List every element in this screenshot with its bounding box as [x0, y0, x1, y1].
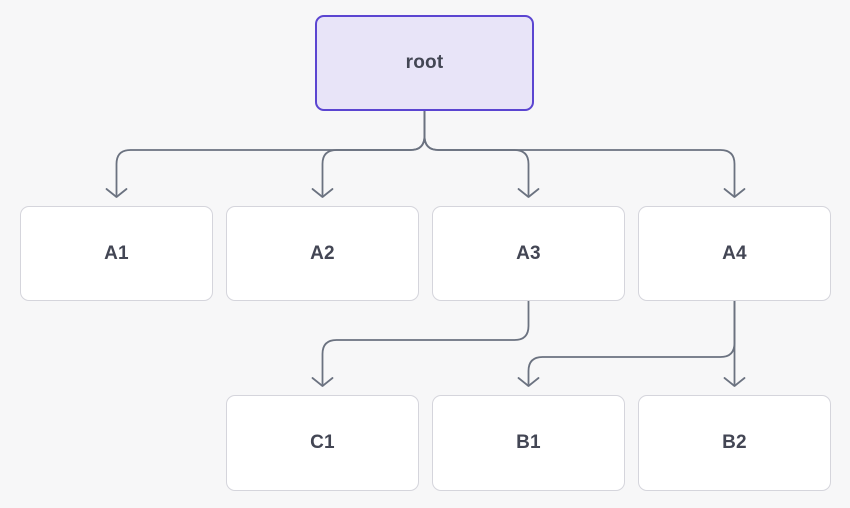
arrowhead-icon-root-A1 [105, 188, 128, 198]
arrowhead-icon-root-A2 [311, 188, 334, 198]
edge-A3-C1 [321, 300, 530, 385]
edge-A4-B1 [527, 300, 736, 385]
node-A3[interactable]: A3 [432, 206, 625, 301]
node-A1[interactable]: A1 [20, 206, 213, 301]
node-label: root [405, 52, 444, 73]
edge-root-A1 [115, 110, 426, 196]
arrowhead-icon-A3-C1 [311, 377, 334, 387]
node-label: B1 [516, 432, 541, 453]
edge-root-A4 [423, 110, 736, 196]
node-A2[interactable]: A2 [226, 206, 419, 301]
node-root[interactable]: root [315, 15, 534, 111]
node-label: A3 [516, 242, 541, 264]
node-label: C1 [310, 432, 335, 453]
node-label: B2 [722, 432, 747, 453]
node-label: A4 [722, 242, 747, 264]
arrowhead-icon-A4-B2 [723, 377, 746, 387]
arrowhead-icon-root-A3 [517, 188, 540, 198]
node-C1[interactable]: C1 [226, 395, 419, 491]
node-label: A1 [104, 242, 129, 264]
node-label: A2 [310, 242, 335, 264]
node-B2[interactable]: B2 [638, 395, 831, 491]
arrowhead-icon-A4-B1 [517, 377, 540, 387]
node-B1[interactable]: B1 [432, 395, 625, 491]
edge-root-A3 [423, 110, 530, 196]
node-A4[interactable]: A4 [638, 206, 831, 301]
edge-root-A2 [321, 110, 426, 196]
arrowhead-icon-root-A4 [723, 188, 746, 198]
